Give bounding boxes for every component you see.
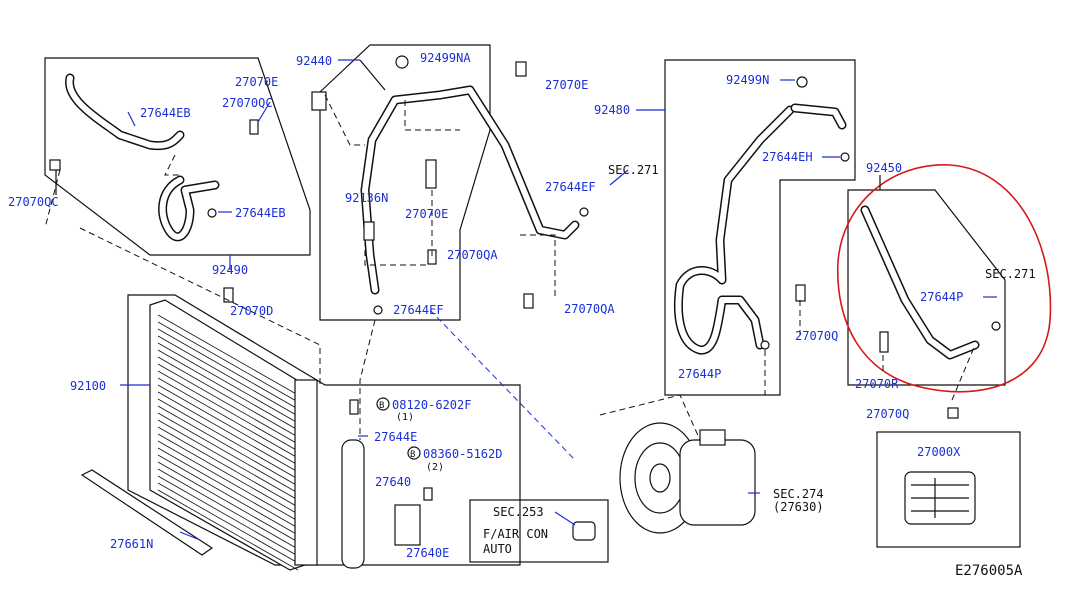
condenser-fin: [157, 489, 299, 571]
box-condenser: [127, 294, 521, 566]
pipe-92490: [65, 73, 220, 242]
label-sec271-b: SEC.271: [985, 267, 1036, 281]
pressure-switch-icon: [572, 521, 596, 541]
condenser-fin: [157, 419, 299, 501]
label-27644e: 27644E: [374, 430, 417, 444]
label-27644eh: 27644EH: [762, 150, 813, 164]
label-27070d: 27070D: [230, 304, 273, 318]
condenser-fin: [157, 321, 299, 403]
label-sec253: SEC.253: [493, 505, 544, 519]
condenser-fin: [157, 384, 299, 466]
condenser-fin: [157, 426, 299, 508]
box-92490: [44, 57, 311, 256]
label-b-1: B: [379, 401, 384, 411]
label-27070r: 27070R: [855, 377, 899, 391]
condenser-fin: [157, 433, 299, 515]
label-sec271-a: SEC.271: [608, 163, 659, 177]
label-faircon: F/AIR CON: [483, 527, 548, 541]
box-sec253: [469, 499, 609, 563]
label-92100: 92100: [70, 379, 106, 393]
box-92450: [847, 189, 1006, 386]
label-92499na: 92499NA: [420, 51, 471, 65]
dashed-connections: [44, 94, 976, 461]
label-27644p-b: 27644P: [678, 367, 721, 381]
box-92440: [319, 44, 491, 321]
box-92480: [664, 59, 856, 396]
label-92480: 92480: [594, 103, 630, 117]
condenser-fin: [157, 398, 299, 480]
part-labels: 92440 92499NA 27070E 27070E 27070QC 2764…: [8, 51, 1036, 579]
pipe-92450: [860, 205, 980, 360]
condenser-fin: [157, 468, 299, 550]
pipe-92480: [673, 103, 847, 355]
label-27644ef-b: 27644EF: [393, 303, 444, 317]
condenser-fin: [157, 314, 299, 396]
label-b-2: B: [410, 450, 415, 460]
label-92440: 92440: [296, 54, 332, 68]
condenser-fin: [157, 461, 299, 543]
condenser-fin: [157, 342, 299, 424]
condenser-fin: [157, 482, 299, 564]
highlight-circle: [836, 164, 1052, 393]
condenser-fin: [157, 335, 299, 417]
label-27644ef-a: 27644EF: [545, 180, 596, 194]
box-27000x: [876, 431, 1021, 548]
label-92450: 92450: [866, 161, 902, 175]
label-27661n: 27661N: [110, 537, 153, 551]
label-sec274-sub: (27630): [773, 500, 824, 514]
label-27644p-a: 27644P: [920, 290, 963, 304]
label-27070qc-left: 27070QC: [8, 195, 59, 209]
condenser-fin: [157, 454, 299, 536]
diagram-id: E276005A: [955, 563, 1023, 579]
condenser-fin: [157, 328, 299, 410]
label-27070q-a: 27070Q: [795, 329, 838, 343]
label-92490: 92490: [212, 263, 248, 277]
fittings: [49, 55, 1001, 501]
pipe-92440: [360, 85, 580, 295]
bracket-27640e: [394, 504, 421, 546]
label-27640: 27640: [375, 475, 411, 489]
label-27070e-mid: 27070E: [405, 207, 448, 221]
condenser-fin: [157, 475, 299, 557]
condenser-fin: [157, 356, 299, 438]
condenser-fin: [157, 377, 299, 459]
label-bolt2: 08360-5162D: [423, 447, 502, 461]
compressor: [619, 422, 756, 534]
condenser-fin: [157, 391, 299, 473]
label-27070qa-b: 27070QA: [564, 302, 615, 316]
condenser-fin: [157, 440, 299, 522]
leader-lines: [55, 59, 997, 541]
label-auto: AUTO: [483, 542, 512, 556]
strip-27661n: [80, 469, 214, 556]
label-bolt1-qty: (1): [396, 412, 414, 423]
condenser-fin: [157, 405, 299, 487]
condenser-92100: [149, 299, 318, 571]
label-sec274: SEC.274: [773, 487, 824, 501]
condenser-fin: [157, 370, 299, 452]
condenser-fin: [157, 412, 299, 494]
label-27070e-top: 27070E: [235, 75, 278, 89]
label-27070q-b: 27070Q: [866, 407, 909, 421]
label-92499n: 92499N: [726, 73, 769, 87]
label-27644eb-bot: 27644EB: [235, 206, 286, 220]
label-bolt1: 08120-6202F: [392, 398, 471, 412]
label-bolt2-qty: (2): [426, 462, 444, 473]
label-27640e: 27640E: [406, 546, 449, 560]
label-92136n: 92136N: [345, 191, 388, 205]
label-27644eb-top: 27644EB: [140, 106, 191, 120]
label-27070e-right: 27070E: [545, 78, 588, 92]
label-plate-27000x: [904, 471, 976, 525]
condenser-fin: [157, 349, 299, 431]
label-27070qc-top: 27070QC: [222, 96, 273, 110]
label-27070qa-a: 27070QA: [447, 248, 498, 262]
condenser-fin: [157, 447, 299, 529]
label-27000x: 27000X: [917, 445, 961, 459]
condenser-fin: [157, 363, 299, 445]
receiver-drier-27640: [341, 439, 365, 569]
